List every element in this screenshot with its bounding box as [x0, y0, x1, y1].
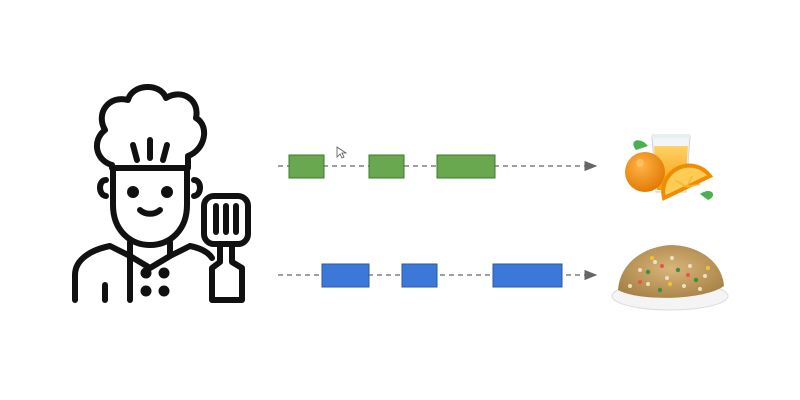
spatula-icon: [201, 193, 251, 303]
task-block: [401, 263, 438, 288]
task-block: [492, 263, 563, 288]
chef-icon: [72, 84, 215, 303]
task-block: [436, 154, 496, 179]
juice-pipeline: [278, 154, 598, 179]
fried-rice-icon: [611, 245, 729, 311]
rice-pipeline: [278, 263, 598, 288]
orange-juice-icon: [625, 134, 714, 201]
mouse-cursor-icon: [336, 146, 348, 159]
task-block: [321, 263, 370, 288]
task-block: [288, 154, 325, 179]
task-block: [368, 154, 405, 179]
